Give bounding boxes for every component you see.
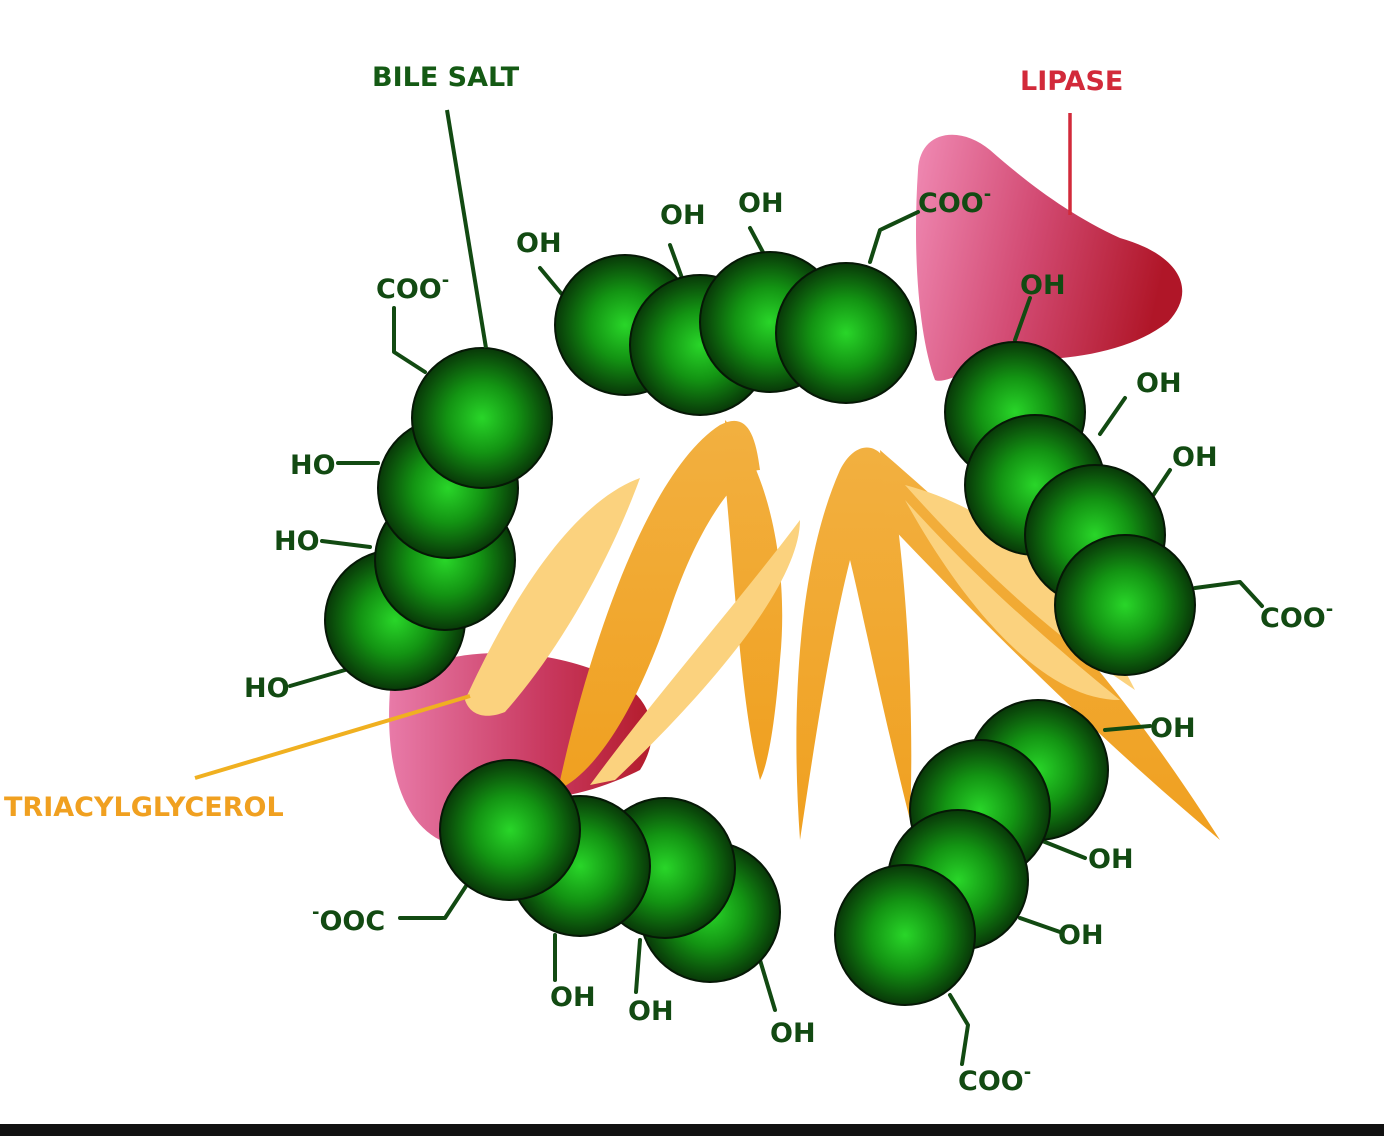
ho-group: HO (274, 526, 320, 557)
ho-group: HO (290, 450, 336, 481)
triacylglycerol-chains (465, 420, 1220, 840)
tag-light-chain-left (465, 478, 640, 716)
cropped-caption-strip (0, 1124, 1384, 1136)
bile-salt-leader (445, 109, 488, 349)
bile-salt-bead-lower-right (834, 864, 976, 1006)
bile-salt-beads (324, 251, 1196, 1006)
coo-group: COO- (1260, 599, 1333, 634)
coo-group: COO- (376, 270, 449, 305)
bile-salt-bead-right (1054, 534, 1196, 676)
triacylglycerol-leader (194, 694, 471, 780)
oh-group: OH (1088, 844, 1134, 875)
oh-group: OH (1020, 270, 1066, 301)
ho-group: HO (244, 673, 290, 704)
tag-dark-chain-3 (796, 447, 912, 840)
oh-group: OH (660, 200, 706, 231)
oh-group: OH (1150, 713, 1196, 744)
oh-group: OH (516, 228, 562, 259)
bile-salt-bead-left (411, 347, 553, 489)
oh-group: OH (1136, 368, 1182, 399)
tag-dark-chain-1 (558, 420, 760, 790)
oh-group: OH (1172, 442, 1218, 473)
oh-group: OH (1058, 920, 1104, 951)
bile-salt-bead-top (775, 262, 917, 404)
oh-group: OH (550, 982, 596, 1013)
lipase-blob-upper (915, 134, 1183, 381)
coo-group: COO- (958, 1062, 1031, 1097)
oh-group: OH (738, 188, 784, 219)
tag-light-chain-center (590, 520, 800, 785)
ooc-group: -OOC (312, 902, 385, 937)
triacylglycerol-label: TRIACYLGLYCEROL (4, 792, 284, 823)
coo-group: COO- (918, 184, 991, 219)
oh-group: OH (770, 1018, 816, 1049)
bile-salt-label: BILE SALT (372, 62, 520, 93)
functional-group-labels: COO- HO HO HO OH OH OH COO- OH OH OH COO… (244, 184, 1333, 1097)
bile-salt-bead-bottom (439, 759, 581, 901)
group-stems (288, 210, 1264, 1066)
oh-group: OH (628, 996, 674, 1027)
lipase-label: LIPASE (1020, 66, 1123, 97)
